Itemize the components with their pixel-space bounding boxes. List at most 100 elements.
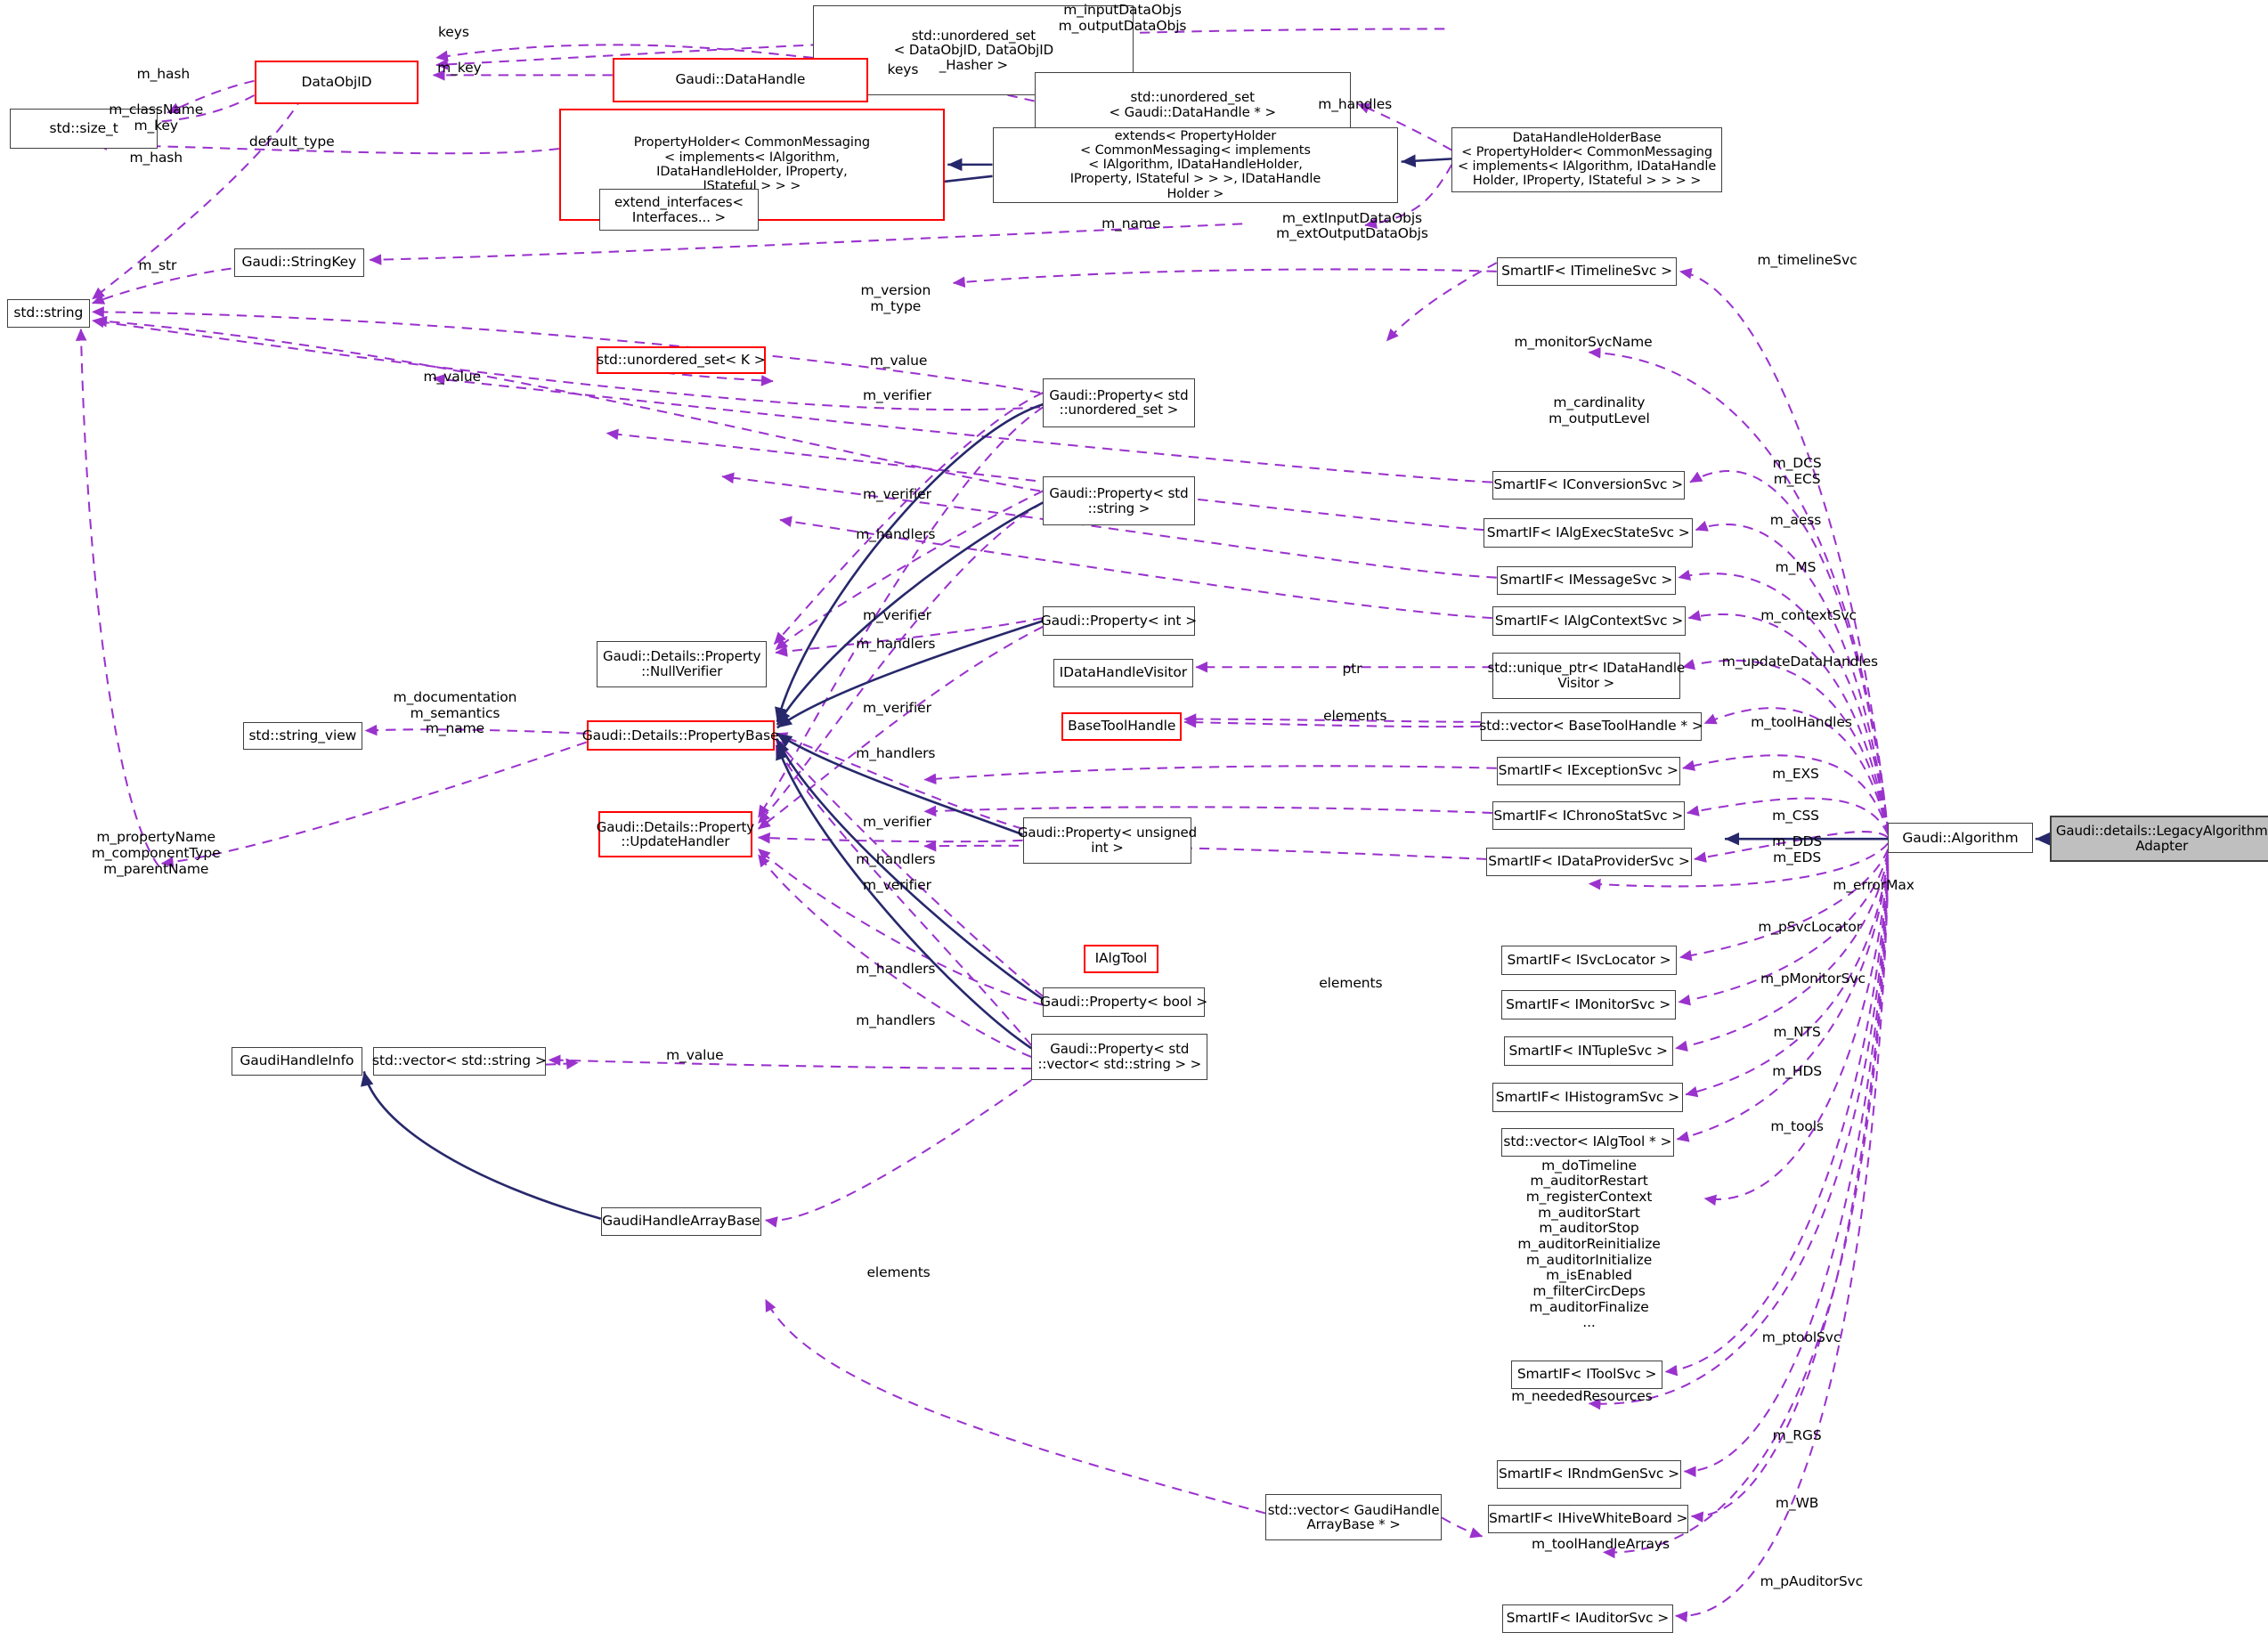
edge-label-pauditorsvc: m_pAuditorSvc [1760,1572,1864,1589]
edge-label-dcs-ecs: m_DCS m_ECS [1772,455,1822,488]
edge-label-mvalue1: m_value [869,353,928,370]
edge-label-psvclocator: m_pSvcLocator [1758,919,1863,936]
edge-label-propertyname: m_propertyName m_componentType m_parentN… [91,829,221,877]
node-smartif-exc[interactable]: SmartIF< IExceptionSvc > [1496,756,1680,786]
edge-label-cardinality: m_cardinality m_outputLevel [1549,394,1650,426]
edge-label-hds: m_HDS [1772,1063,1823,1080]
node-smartif-algctx[interactable]: SmartIF< IAlgContextSvc > [1492,606,1687,636]
node-uoset-dh-ptr[interactable]: std::unordered_set < Gaudi::DataHandle *… [1034,72,1351,138]
edge-label-mkey: m_key [437,60,482,77]
node-vec-bth-ptr[interactable]: std::vector< BaseToolHandle * > [1479,711,1703,741]
node-size-t[interactable]: std::size_t [10,108,158,150]
node-prop-bool[interactable]: Gaudi::Property< bool > [1040,987,1207,1017]
edge-label-elements-gha: elements [866,1263,931,1280]
edge-label-defaulttype: default_type [248,133,335,150]
node-idhvisitor[interactable]: IDataHandleVisitor [1053,658,1193,687]
edge-label-keys-top: keys [437,23,469,40]
edge-label-ptr: ptr [1342,660,1362,677]
edge-label-elements-bth: elements [1323,708,1387,725]
node-smartif-auditor[interactable]: SmartIF< IAuditorSvc > [1502,1604,1673,1634]
node-prop-vec-string[interactable]: Gaudi::Property< std ::vector< std::stri… [1031,1034,1208,1081]
node-propertybase[interactable]: Gaudi::Details::PropertyBase [582,720,779,751]
edge-label-toolhandlearrays: m_toolHandleArrays [1532,1535,1670,1552]
edge-label-mhandles: m_handles [1318,95,1393,112]
node-extends-ph[interactable]: extends< PropertyHolder < CommonMessagin… [992,126,1399,203]
node-gaudihandleinfo[interactable]: GaudiHandleInfo [231,1046,363,1076]
edge-label-mhandlers3: m_handlers [856,745,936,762]
edge-label-aess: m_aess [1769,511,1822,528]
node-vec-ialgtool[interactable]: std::vector< IAlgTool * > [1500,1127,1675,1157]
node-vec-string[interactable]: std::vector< std::string > [372,1046,547,1076]
node-string[interactable]: std::string [7,298,90,329]
node-smartif-toolsvc[interactable]: SmartIF< IToolSvc > [1510,1360,1663,1390]
edge-label-dds-eds: m_DDS m_EDS [1772,833,1823,865]
node-smartif-conv[interactable]: SmartIF< IConversionSvc > [1492,470,1685,500]
node-prop-uoset[interactable]: Gaudi::Property< std ::unordered_set > [1043,378,1195,427]
node-prop-uint[interactable]: Gaudi::Property< unsigned int > [1018,816,1197,864]
edge-label-monitorsvcname: m_monitorSvcName [1514,334,1653,351]
node-smartif-ntuple[interactable]: SmartIF< INTupleSvc > [1503,1036,1673,1066]
edge-label-ms: m_MS [1775,559,1817,576]
edge-label-mverifier5: m_verifier [862,813,931,830]
node-algorithm[interactable]: Gaudi::Algorithm [1888,823,2033,854]
node-datahandle[interactable]: Gaudi::DataHandle [612,57,868,103]
node-basetoolhandle[interactable]: BaseToolHandle [1061,711,1183,741]
node-extend-interfaces[interactable]: extend_interfaces< Interfaces... > [599,189,759,232]
node-prop-int[interactable]: Gaudi::Property< int > [1041,606,1197,636]
edge-label-inputoutput: m_inputDataObjs m_outputDataObjs [1058,2,1187,34]
node-ialgtool[interactable]: IAlgTool [1083,944,1159,974]
node-smartif-histo[interactable]: SmartIF< IHistogramSvc > [1492,1083,1683,1112]
node-smartif-chrono[interactable]: SmartIF< IChronoStatSvc > [1492,801,1685,831]
node-nullverifier[interactable]: Gaudi::Details::Property ::NullVerifier [597,641,768,687]
node-dhholderbase[interactable]: DataHandleHolderBase < PropertyHolder< C… [1451,126,1722,192]
edge-label-mvalue2: m_value [423,369,482,386]
node-updatehandler[interactable]: Gaudi::Details::Property ::UpdateHandler [597,811,754,858]
edge-label-mhandlers5: m_handlers [856,961,936,978]
edge-label-mverifier6: m_verifier [862,877,931,893]
node-smartif-svcloc[interactable]: SmartIF< ISvcLocator > [1500,946,1678,975]
edge-label-mhandlers1: m_handlers [856,525,936,542]
node-gaudihandlearray[interactable]: GaudiHandleArrayBase [600,1206,761,1237]
edge-label-neededresources: m_neededResources [1511,1388,1653,1405]
node-smartif-aess[interactable]: SmartIF< IAlgExecStateSvc > [1484,518,1694,548]
edge-label-mhash2: m_hash [129,149,183,166]
edge-label-mverifier2: m_verifier [862,485,931,502]
node-uniqueptr-dhv[interactable]: std::unique_ptr< IDataHandle Visitor > [1488,653,1685,699]
edge-label-rgs: m_RGS [1772,1426,1822,1443]
edge-label-css: m_CSS [1772,808,1819,824]
node-string-view[interactable]: std::string_view [242,721,363,750]
node-smartif-monitor[interactable]: SmartIF< IMonitorSvc > [1500,990,1676,1019]
edge-label-mstr: m_str [138,257,177,274]
edge-label-doc-sem-name: m_documentation m_semantics m_name [393,689,517,737]
edge-label-mhandlers4: m_handlers [856,850,936,867]
edge-label-mhandlers2: m_handlers [856,636,936,653]
node-prop-string[interactable]: Gaudi::Property< std ::string > [1043,476,1195,526]
edge-label-mverifier4: m_verifier [862,699,931,716]
edge-label-errormax: m_errorMax [1833,877,1914,893]
node-smartif-hive[interactable]: SmartIF< IHiveWhiteBoard > [1487,1504,1689,1534]
node-dataobjid[interactable]: DataObjID [254,61,419,104]
edge-label-extin-extout: m_extInputDataObjs m_extOutputDataObjs [1276,209,1428,242]
edge-label-toolhandles: m_toolHandles [1751,713,1852,730]
edge-label-tools: m_tools [1770,1117,1824,1134]
edge-label-ptoolsvc: m_ptoolSvc [1761,1328,1841,1345]
node-smartif-dataprov[interactable]: SmartIF< IDataProviderSvc > [1486,847,1692,877]
node-smartif-rndm[interactable]: SmartIF< IRndmGenSvc > [1496,1459,1682,1489]
edge-label-nts: m_NTS [1773,1024,1821,1041]
node-stringkey[interactable]: Gaudi::StringKey [233,248,364,278]
edge-label-timelinesvc: m_timelineSvc [1757,251,1857,268]
edge-label-keys2: keys [887,61,919,77]
node-vec-ghab-ptr[interactable]: std::vector< GaudiHandle ArrayBase * > [1265,1494,1443,1541]
edge-label-mhandlers6: m_handlers [856,1012,936,1029]
node-smartif-msg[interactable]: SmartIF< IMessageSvc > [1496,565,1676,596]
edge-label-contextsvc: m_contextSvc [1760,606,1857,623]
edge-label-elements-tool: elements [1319,975,1383,992]
edge-label-mverifier1: m_verifier [862,387,931,404]
node-legacyadapter[interactable]: Gaudi::details::LegacyAlgorithm Adapter [2050,816,2268,863]
edge-label-pmonitorsvc: m_pMonitorSvc [1760,971,1866,987]
node-uoset-k[interactable]: std::unordered_set< K > [597,346,766,375]
node-smartif-timeline[interactable]: SmartIF< ITimelineSvc > [1496,256,1678,287]
edge-label-mvalue3: m_value [666,1047,724,1064]
